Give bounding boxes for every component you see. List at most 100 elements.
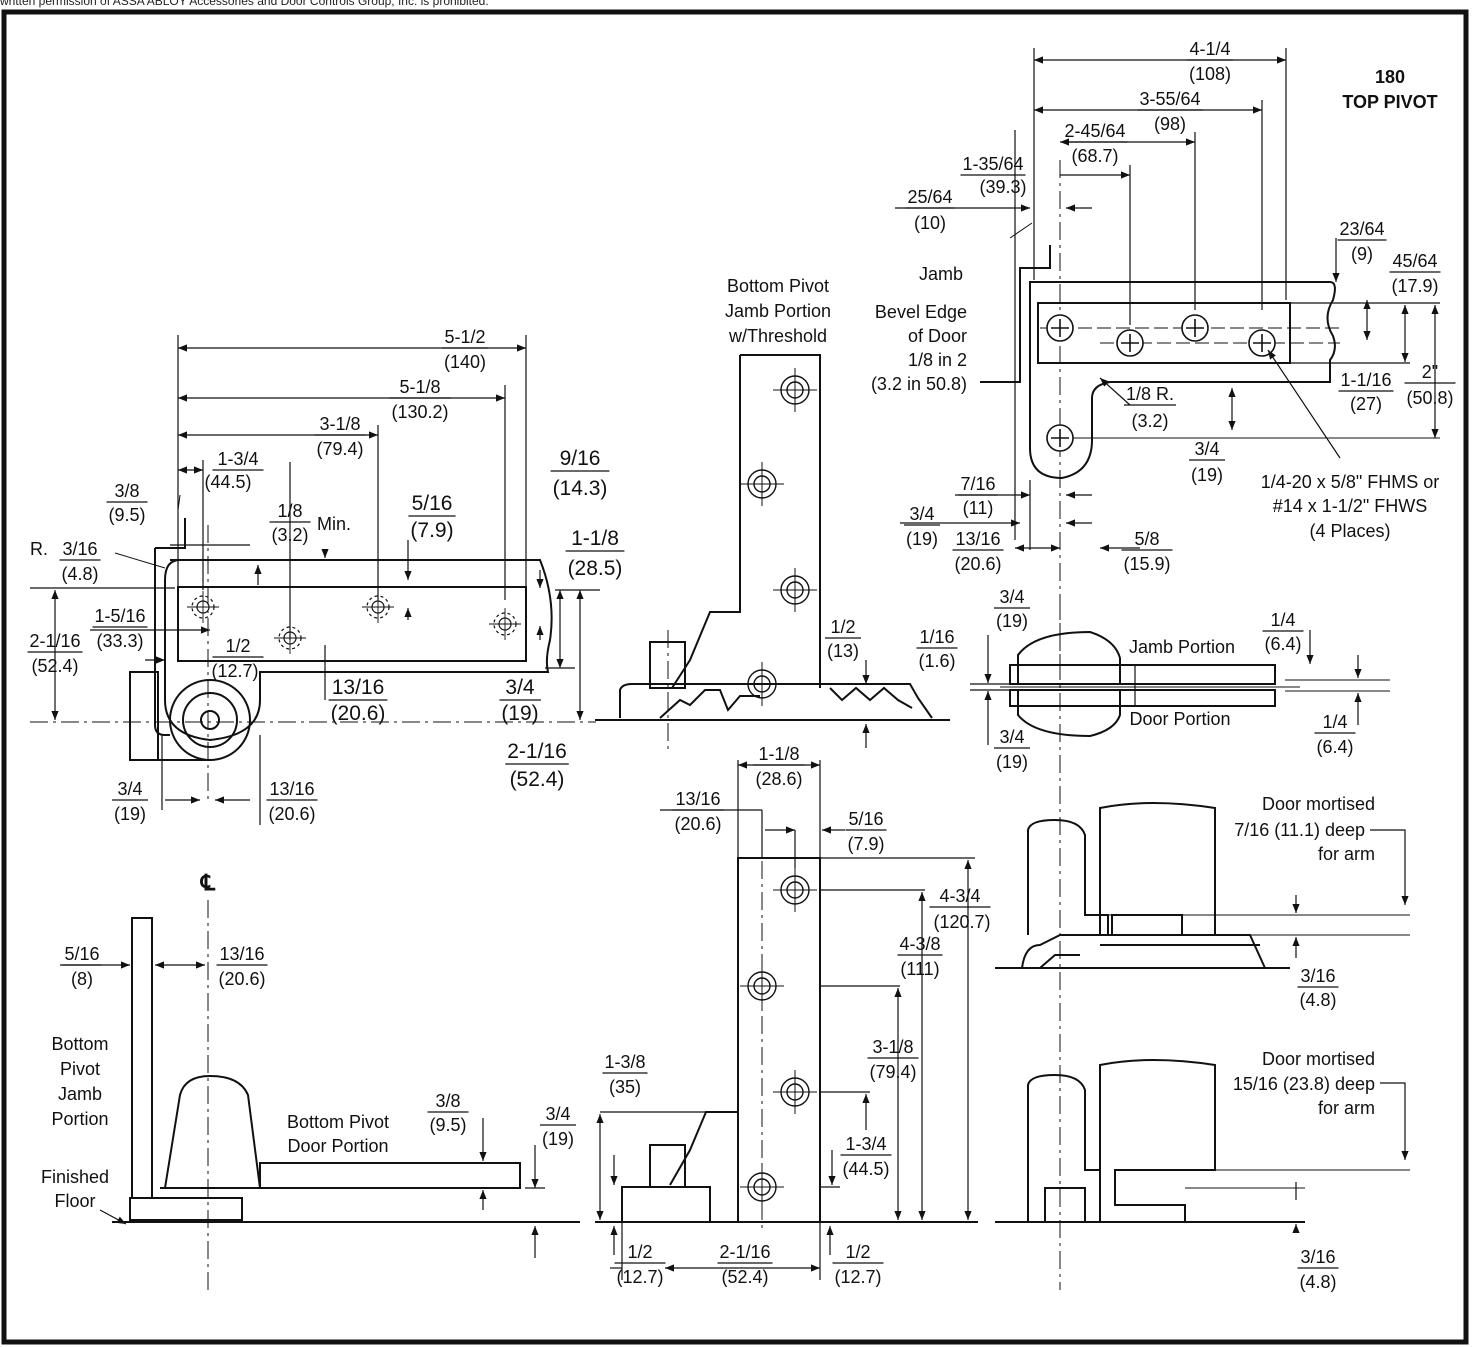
mortise2-line1: Door mortised [1262,1049,1375,1069]
threshold-title-3: w/Threshold [728,326,827,346]
dim-label: 1/8 R.(3.2) [1123,384,1177,431]
label-finished: Finished [41,1167,109,1187]
svg-text:1/2: 1/2 [627,1242,652,1262]
dim-label: 1-5/16(33.3) [92,606,148,651]
svg-text:3/4: 3/4 [117,779,142,799]
svg-text:(98): (98) [1154,114,1186,134]
mortise1-line3: for arm [1318,844,1375,864]
dim-label: 2"(50.8) [1404,362,1456,408]
threshold-title-1: Bottom Pivot [727,276,829,296]
svg-text:(11): (11) [963,498,994,518]
dim-label: 3/4(19) [1188,439,1226,485]
svg-text:(20.6): (20.6) [674,814,721,834]
svg-text:4-3/8: 4-3/8 [899,934,940,954]
label-bottom: Bottom [51,1034,108,1054]
svg-text:1/2: 1/2 [830,617,855,637]
svg-text:5-1/8: 5-1/8 [399,377,440,397]
svg-text:1-1/16: 1-1/16 [1340,370,1391,390]
copyright-notice: written permission of ASSA ABLOY Accesso… [0,0,489,8]
label-of-door: of Door [908,326,967,346]
svg-text:3-1/8: 3-1/8 [319,414,360,434]
dim-label: 45/64(17.9) [1389,251,1441,296]
dimension-labels: 4-1/4(108) 3-55/64(98) 2-45/64(68.7) 1-3… [27,39,1456,1292]
svg-text:3/16: 3/16 [1300,966,1335,986]
svg-text:(12.7): (12.7) [211,661,258,681]
mortise1-line1: Door mortised [1262,794,1375,814]
label-screw-2: #14 x 1-1/2" FHWS [1273,496,1427,516]
dim-label: 1/16(1.6) [916,627,958,671]
label-floor: Floor [54,1191,95,1211]
svg-text:(28.6): (28.6) [755,769,802,789]
label-bottom-pivot: Bottom Pivot [287,1112,389,1132]
svg-text:3/4: 3/4 [545,1104,570,1124]
svg-text:3-1/8: 3-1/8 [872,1037,913,1057]
svg-text:(10): (10) [914,213,946,233]
svg-text:1-3/4: 1-3/4 [217,449,258,469]
label-door-portion-2: Door Portion [287,1136,388,1156]
svg-text:(120.7): (120.7) [933,912,990,932]
dim-label: 1/2 (12.7) [614,1242,666,1287]
dim-label: 1/2(12.7) [832,1242,884,1287]
svg-text:(19): (19) [996,611,1028,631]
threshold-title-2: Jamb Portion [725,301,831,321]
svg-text:1/2: 1/2 [225,636,250,656]
dim-label: 5-1/8(130.2) [389,377,451,422]
svg-text:1-1/8: 1-1/8 [758,744,799,764]
svg-text:(52.4): (52.4) [31,656,78,676]
dim-label: 3/4(19) [903,504,941,549]
svg-text:(20.6): (20.6) [268,804,315,824]
svg-text:(9.5): (9.5) [108,505,145,525]
svg-text:1/2: 1/2 [845,1242,870,1262]
dim-label: 1-3/8(35) [602,1052,648,1097]
dim-label: 1-1/16 (27) [1338,370,1394,414]
svg-text:(9.5): (9.5) [429,1115,466,1135]
svg-text:(111): (111) [900,959,939,979]
dimension-lines [30,48,1440,1280]
svg-text:5/16: 5/16 [64,944,99,964]
label-bevel-edge: Bevel Edge [875,302,967,322]
svg-text:3/8: 3/8 [435,1091,460,1111]
dim-label: 3/4(19) [111,779,149,824]
mortise2-line2: 15/16 (23.8) deep [1233,1074,1375,1094]
dim-label: 5/16(7.9) [845,809,887,854]
svg-text:(33.3): (33.3) [96,631,143,651]
svg-text:1-35/64: 1-35/64 [962,154,1023,174]
svg-text:2-1/16: 2-1/16 [719,1242,770,1262]
dim-label: 5/16(7.9) [408,492,456,542]
dim-label: 5-1/2(140) [441,327,489,372]
dim-label: 4-1/4(108) [1186,39,1234,84]
plan-view-geometry [30,518,596,800]
svg-text:3/16: 3/16 [1300,1247,1335,1267]
dim-label: 13/16 (20.6) [672,789,724,834]
svg-text:1/4: 1/4 [1270,610,1295,630]
svg-text:(35): (35) [609,1077,641,1097]
svg-text:13/16: 13/16 [675,789,720,809]
svg-text:3/8: 3/8 [114,481,139,501]
mortise-2-geometry [995,1059,1410,1223]
dim-label: 3-1/8(79.4) [314,414,366,459]
svg-text:2-45/64: 2-45/64 [1064,121,1125,141]
dim-label: 3/8 (9.5) [106,481,148,525]
svg-text:(7.9): (7.9) [410,519,453,542]
label-screw-1: 1/4-20 x 5/8" FHMS or [1261,472,1439,492]
svg-text:13/16: 13/16 [332,676,385,699]
svg-text:23/64: 23/64 [1339,219,1384,239]
mortise1-line2: 7/16 (11.1) deep [1234,820,1365,840]
drawing-border [1,9,1469,1345]
svg-text:(12.7): (12.7) [616,1267,663,1287]
dim-label: 1/2 (12.7) [211,636,264,681]
label-pivot: Pivot [60,1059,100,1079]
svg-text:(68.7): (68.7) [1071,146,1118,166]
svg-text:(4.8): (4.8) [61,564,98,584]
svg-text:5-1/2: 5-1/2 [444,327,485,347]
dim-label: 2-45/64 (68.7) [1062,121,1128,166]
dim-label: 3/4(19) [499,676,541,725]
svg-text:(44.5): (44.5) [842,1159,889,1179]
dim-label: 13/16(20.6) [216,944,268,989]
svg-text:(17.9): (17.9) [1391,276,1438,296]
svg-text:(27): (27) [1350,394,1382,414]
svg-text:1-1/8: 1-1/8 [571,527,619,550]
dim-label: 3/16(4.8) [1297,1247,1339,1292]
label-jamb-2: Jamb [58,1084,102,1104]
svg-text:4-3/4: 4-3/4 [939,886,980,906]
